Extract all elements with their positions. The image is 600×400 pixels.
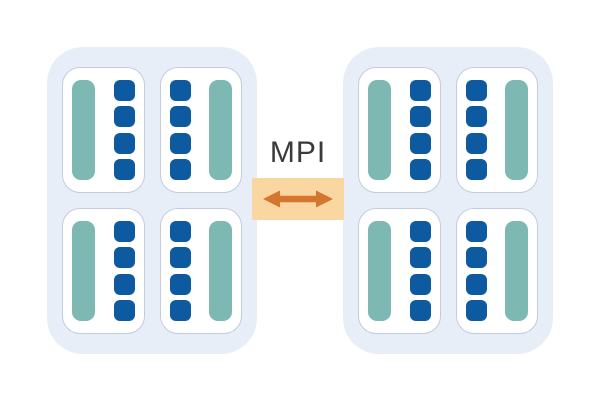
cpu-socket [62,208,145,334]
memory-bar [72,80,95,180]
core-stack [169,80,191,180]
cpu-socket [159,67,242,193]
core-square [409,158,431,180]
memory-bar [505,221,528,321]
mpi-connector-box [252,178,344,220]
core-square [409,106,431,128]
core-square [169,221,191,242]
core-square [169,273,191,295]
double-horizontal-arrow-icon [263,190,333,208]
memory-bar [368,80,391,180]
core-square [113,132,135,154]
memory-bar [505,80,528,180]
cpu-socket [358,208,441,334]
core-square [113,221,135,242]
core-square [113,299,135,321]
cpu-socket [455,208,538,334]
core-square [169,80,191,101]
core-square [113,80,135,101]
core-square [409,299,431,321]
cpu-socket [159,208,242,334]
core-square [409,273,431,295]
compute-node-right [343,47,553,354]
core-square [169,299,191,321]
core-stack [113,221,135,321]
core-square [169,247,191,269]
core-stack [465,80,487,180]
core-stack [409,221,431,321]
core-square [465,80,487,101]
core-square [465,158,487,180]
core-square [409,247,431,269]
core-stack [409,80,431,180]
core-square [465,273,487,295]
core-square [409,132,431,154]
memory-bar [209,80,232,180]
memory-bar [72,221,95,321]
core-square [113,158,135,180]
core-square [465,106,487,128]
core-square [169,158,191,180]
core-square [465,299,487,321]
memory-bar [209,221,232,321]
core-square [113,106,135,128]
core-square [465,132,487,154]
core-square [113,273,135,295]
core-square [465,221,487,242]
core-square [169,132,191,154]
compute-node-left [47,47,257,354]
core-square [409,80,431,101]
cpu-socket [455,67,538,193]
core-square [465,247,487,269]
core-stack [113,80,135,180]
mpi-label: MPI [269,136,327,169]
cpu-socket [62,67,145,193]
core-stack [169,221,191,321]
core-square [113,247,135,269]
core-stack [465,221,487,321]
core-square [169,106,191,128]
memory-bar [368,221,391,321]
cpu-socket [358,67,441,193]
core-square [409,221,431,242]
